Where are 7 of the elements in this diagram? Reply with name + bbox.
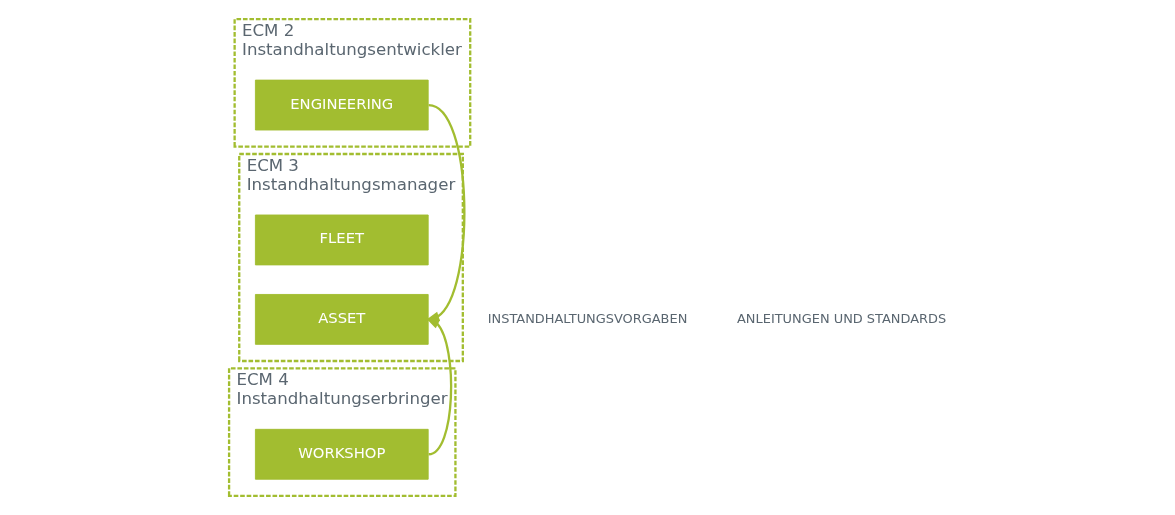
label: INSTANDHALTUNGSVORGABEN	[487, 310, 687, 326]
node-box: WORKSHOP	[254, 428, 429, 480]
label: ANLEITUNGEN UND STANDARDS	[736, 310, 946, 326]
arrow	[425, 317, 452, 456]
node-box: ENGINEERING	[254, 79, 429, 131]
node-box: FLEET	[254, 214, 429, 266]
node-box: ASSET	[254, 294, 429, 345]
